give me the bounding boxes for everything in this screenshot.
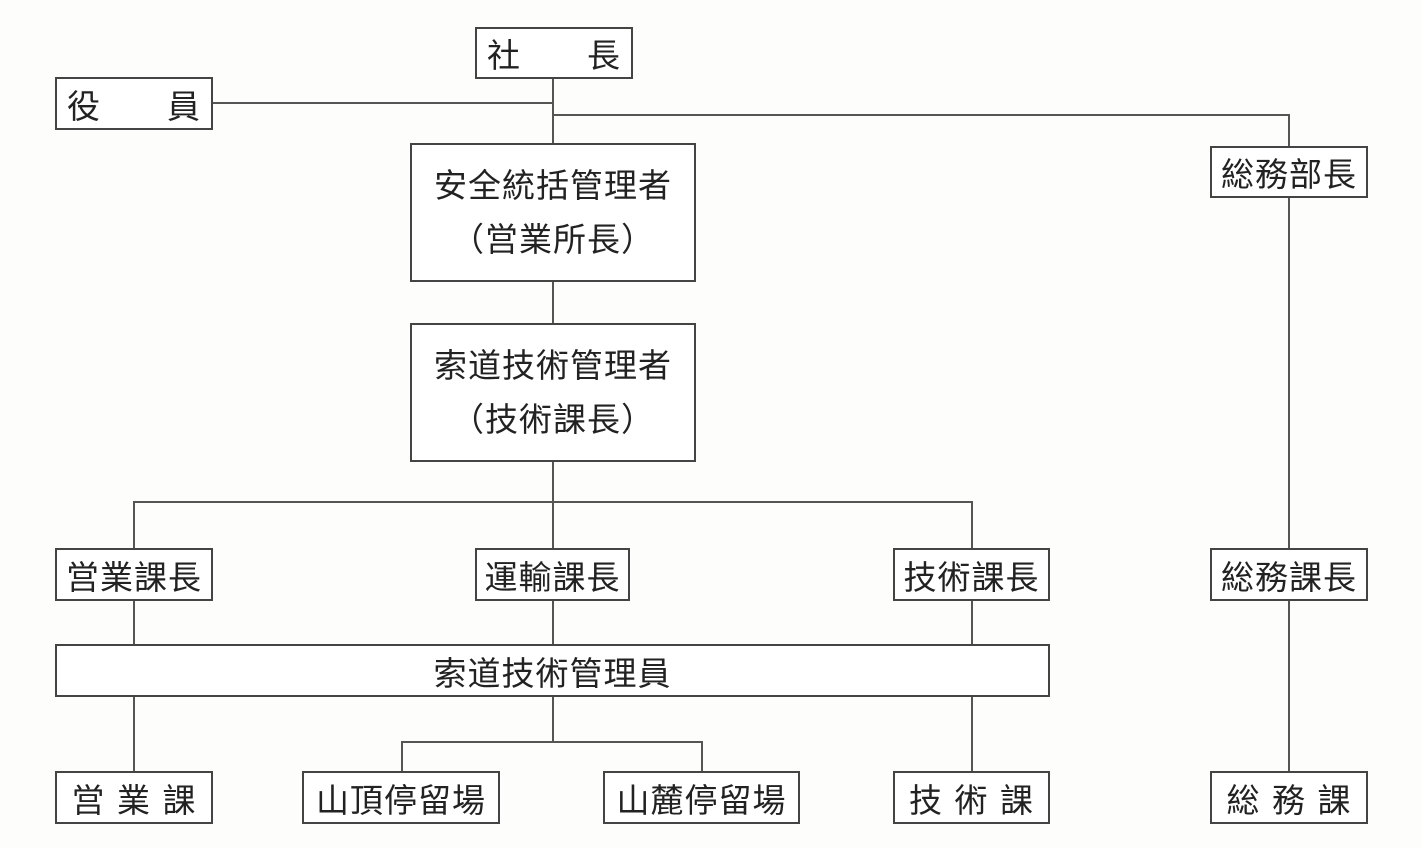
sales-section-label: 営 業 課 — [71, 780, 197, 820]
summit-station-box: 山頂停留場 — [302, 771, 500, 824]
ropeway-tech-staff-box: 索道技術管理員 — [55, 644, 1050, 697]
tech-section-box: 技 術 課 — [893, 771, 1050, 824]
sales-section-box: 営 業 課 — [55, 771, 213, 824]
officers-box: 役 員 — [55, 77, 213, 130]
tech-section-label: 技 術 課 — [909, 780, 1034, 820]
ga-chief-box: 総務課長 — [1210, 548, 1368, 601]
transport-chief-box: 運輸課長 — [475, 548, 630, 601]
ga-chief-label: 総務課長 — [1221, 557, 1357, 597]
base-station-box: 山麓停留場 — [603, 771, 800, 824]
officers-label-1: 役 — [67, 86, 101, 126]
president-box: 社 長 — [475, 27, 633, 79]
tech-chief-box: 技術課長 — [893, 548, 1050, 601]
transport-chief-label: 運輸課長 — [484, 557, 621, 597]
base-station-label: 山麓停留場 — [616, 780, 787, 820]
ropeway-tech-manager-sub: （技術課長） — [451, 399, 655, 439]
ga-section-label: 総 務 課 — [1226, 780, 1352, 820]
ga-director-label: 総務部長 — [1221, 155, 1357, 194]
president-label-1: 社 — [487, 36, 521, 75]
safety-manager-sub: （営業所長） — [451, 219, 655, 259]
line-chiefs-staff — [133, 601, 973, 644]
line-ga-director — [553, 114, 1290, 146]
line-tech-chiefs — [133, 462, 973, 548]
ga-director-box: 総務部長 — [1210, 146, 1368, 198]
summit-station-label: 山頂停留場 — [316, 780, 486, 820]
sales-chief-label: 営業課長 — [66, 557, 202, 597]
sales-chief-box: 営業課長 — [55, 548, 213, 601]
ropeway-tech-staff-label: 索道技術管理員 — [433, 653, 672, 693]
safety-manager-title: 安全統括管理者 — [434, 165, 672, 205]
line-staff-sections — [133, 697, 973, 771]
officers-label-2: 員 — [167, 86, 201, 126]
ga-section-box: 総 務 課 — [1210, 771, 1368, 824]
ropeway-tech-manager-title: 索道技術管理者 — [434, 345, 672, 385]
president-label-2: 長 — [587, 36, 621, 75]
safety-manager-box: 安全統括管理者 （営業所長） — [410, 143, 696, 282]
tech-chief-label: 技術課長 — [903, 557, 1040, 597]
ropeway-tech-manager-box: 索道技術管理者 （技術課長） — [410, 323, 696, 462]
